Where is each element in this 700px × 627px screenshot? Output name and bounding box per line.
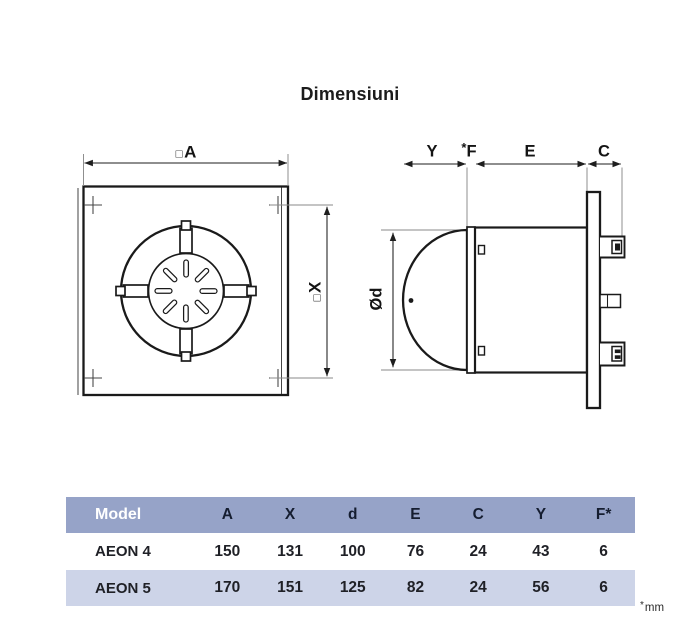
column-header-model: Model <box>95 506 142 523</box>
value-e: 76 <box>406 542 425 560</box>
column-header-c: C <box>472 506 484 523</box>
footnote-unit: mm <box>644 602 665 614</box>
column-header-y: Y <box>535 506 547 523</box>
dimension-c: C <box>588 143 621 168</box>
dim-c-label: C <box>598 143 610 161</box>
fan-ring <box>115 220 257 362</box>
dimensions-diagram: □A □X Ød <box>77 140 626 410</box>
spec-table: Model A X d E C Y F* AEON 4 150 131 100 … <box>66 497 635 606</box>
dim-f-label: *F <box>461 140 476 161</box>
value-d: 100 <box>339 542 366 560</box>
dimension-a: □A <box>83 143 289 186</box>
fan-body <box>473 226 589 374</box>
flange-plate <box>585 190 602 410</box>
value-a: 170 <box>214 579 241 596</box>
table-row-aeon5: AEON 5 170 151 125 82 24 56 6 <box>66 570 635 606</box>
mounting-clip-bottom <box>600 341 626 367</box>
column-header-d: d <box>348 506 358 523</box>
value-c: 24 <box>469 579 487 596</box>
dim-y-label: Y <box>426 143 437 161</box>
dim-d-label: Ød <box>368 288 386 311</box>
value-f: 6 <box>599 542 608 560</box>
value-c: 24 <box>469 542 487 560</box>
dome-detail-dot <box>408 298 414 303</box>
mounting-clip-middle <box>599 293 622 309</box>
dimension-e: E <box>476 143 586 168</box>
value-e: 82 <box>406 579 425 596</box>
dim-x-label: □X <box>306 281 325 301</box>
value-y: 43 <box>532 542 550 560</box>
body-latch <box>477 345 486 356</box>
dim-a-label: □A <box>176 143 197 162</box>
units-footnote: *mm <box>640 600 665 614</box>
value-y: 56 <box>532 579 550 596</box>
value-d: 125 <box>339 579 366 596</box>
model-name: AEON 4 <box>95 543 151 560</box>
table-header-row: Model A X d E C Y F* <box>66 497 635 533</box>
dome-cover <box>401 228 469 372</box>
dimension-y: Y <box>404 143 466 168</box>
column-header-f: F* <box>595 506 612 523</box>
front-view: □A □X <box>77 143 333 397</box>
table-row-aeon4: AEON 4 150 131 100 76 24 43 6 <box>66 533 635 570</box>
value-a: 150 <box>214 542 241 560</box>
model-name: AEON 5 <box>95 579 151 597</box>
footnote-asterisk: * <box>640 600 644 611</box>
dimension-x: □X <box>270 204 333 379</box>
column-header-e: E <box>410 506 421 523</box>
side-view: Ød <box>368 140 626 410</box>
front-panel <box>466 226 476 374</box>
page-title: Dimensiuni <box>300 84 400 104</box>
body-latch <box>477 244 486 255</box>
value-x: 131 <box>277 542 303 560</box>
dimension-d: Ød <box>368 232 397 368</box>
column-header-x: X <box>284 506 296 523</box>
column-header-a: A <box>221 506 233 523</box>
extension-lines <box>381 167 623 371</box>
value-f: 6 <box>599 579 608 596</box>
dim-e-label: E <box>524 143 535 161</box>
fan-tab <box>115 220 257 362</box>
fan-slots <box>154 259 218 323</box>
mounting-clip-top <box>600 235 626 259</box>
value-x: 151 <box>277 579 303 596</box>
